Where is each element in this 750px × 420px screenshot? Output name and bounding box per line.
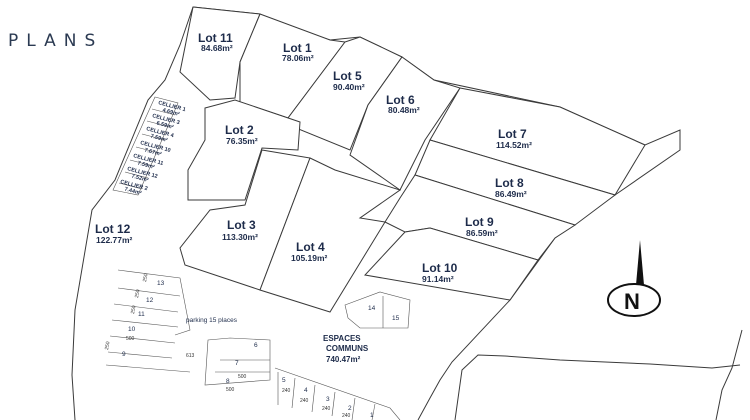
lot-7-parcel bbox=[429, 87, 646, 196]
lot-label: Lot 3 bbox=[227, 218, 256, 232]
svg-text:7.59m²: 7.59m² bbox=[137, 160, 156, 171]
svg-text:250: 250 bbox=[142, 273, 149, 282]
svg-text:7.44m²: 7.44m² bbox=[124, 186, 143, 197]
dimension-labels: 250 250 250 250 500 500 613 500 240 240 … bbox=[104, 273, 351, 419]
parking-label: parking 15 places bbox=[186, 317, 238, 324]
lot-label: Lot 6 bbox=[386, 93, 415, 107]
svg-text:ESPACES: ESPACES bbox=[323, 334, 361, 343]
svg-text:12: 12 bbox=[146, 297, 154, 304]
svg-text:13: 13 bbox=[157, 280, 165, 287]
svg-text:9: 9 bbox=[122, 351, 126, 358]
lot-label: Lot 5 bbox=[333, 69, 362, 83]
parking-area bbox=[105, 269, 411, 420]
lot-area: 122.77m² bbox=[96, 235, 133, 245]
lot-area: 91.14m² bbox=[422, 274, 454, 284]
svg-text:14: 14 bbox=[368, 305, 376, 312]
lot-area: 78.06m² bbox=[282, 53, 314, 63]
lot-area: 84.68m² bbox=[201, 43, 233, 53]
svg-text:240: 240 bbox=[282, 388, 291, 394]
lot-6-parcel bbox=[349, 56, 461, 191]
lot-label: Lot 11 bbox=[198, 31, 233, 45]
svg-text:15: 15 bbox=[392, 315, 400, 322]
svg-text:1: 1 bbox=[370, 412, 374, 419]
lot-label: Lot 4 bbox=[296, 240, 325, 254]
svg-text:5: 5 bbox=[282, 377, 286, 384]
svg-text:7.67m²: 7.67m² bbox=[144, 147, 163, 158]
parking-labels: parking 15 places 13 12 11 10 9 6 7 8 5 … bbox=[122, 280, 400, 419]
svg-text:500: 500 bbox=[238, 374, 247, 380]
lot-label: Lot 10 bbox=[422, 261, 458, 275]
street-edge bbox=[454, 354, 741, 420]
lot-area: 86.59m² bbox=[466, 228, 498, 238]
lot-area: 80.48m² bbox=[388, 105, 420, 115]
svg-text:250: 250 bbox=[134, 289, 141, 298]
lot-area: 76.35m² bbox=[226, 136, 258, 146]
svg-text:250: 250 bbox=[104, 341, 111, 350]
svg-text:250: 250 bbox=[130, 305, 137, 314]
svg-text:240: 240 bbox=[342, 413, 351, 419]
lot-area: 86.49m² bbox=[495, 189, 527, 199]
svg-text:500: 500 bbox=[126, 336, 135, 342]
svg-text:740.47m²: 740.47m² bbox=[326, 355, 361, 364]
street-edge-2 bbox=[715, 329, 743, 420]
lot-area: 114.52m² bbox=[496, 140, 532, 150]
svg-text:11: 11 bbox=[138, 311, 145, 318]
lot-area: 90.40m² bbox=[333, 82, 365, 92]
lot-area: 105.19m² bbox=[291, 253, 328, 263]
svg-text:2: 2 bbox=[348, 405, 352, 412]
svg-text:240: 240 bbox=[322, 406, 331, 412]
svg-text:7.59m²: 7.59m² bbox=[150, 133, 169, 144]
svg-text:6: 6 bbox=[254, 342, 258, 349]
lot-label: Lot 9 bbox=[465, 215, 494, 229]
lot-label: Lot 8 bbox=[495, 176, 524, 190]
svg-text:613: 613 bbox=[186, 353, 195, 359]
lot-labels: Lot 11 84.68m² Lot 1 78.06m² Lot 5 90.40… bbox=[95, 31, 532, 284]
lot-label: Lot 1 bbox=[283, 41, 312, 55]
svg-text:10: 10 bbox=[128, 326, 136, 333]
common-spaces-label: ESPACES COMMUNS 740.47m² bbox=[323, 334, 369, 364]
svg-text:6.59m²: 6.59m² bbox=[156, 120, 175, 131]
lot-label: Lot 7 bbox=[498, 127, 527, 141]
svg-text:8: 8 bbox=[226, 378, 230, 385]
svg-text:240: 240 bbox=[300, 398, 309, 404]
svg-text:7: 7 bbox=[235, 360, 239, 367]
lot-4-parcel bbox=[259, 157, 402, 313]
svg-text:COMMUNS: COMMUNS bbox=[326, 344, 369, 353]
plans-title: PLANS bbox=[8, 31, 103, 51]
svg-text:4: 4 bbox=[304, 387, 308, 394]
svg-text:7.52m²: 7.52m² bbox=[131, 173, 150, 184]
lot-label: Lot 2 bbox=[225, 123, 254, 137]
svg-text:N: N bbox=[624, 289, 640, 314]
north-arrow: N bbox=[607, 240, 661, 317]
cellier-strip bbox=[112, 96, 179, 196]
lot-2-parcel bbox=[187, 99, 301, 201]
lot-10-parcel bbox=[364, 227, 539, 301]
lot-label: Lot 12 bbox=[95, 222, 131, 236]
svg-text:500: 500 bbox=[226, 387, 235, 393]
lot-area: 113.30m² bbox=[222, 232, 258, 242]
site-boundary-left bbox=[71, 6, 194, 420]
svg-text:3: 3 bbox=[326, 396, 330, 403]
svg-text:4.69m²: 4.69m² bbox=[162, 107, 181, 118]
